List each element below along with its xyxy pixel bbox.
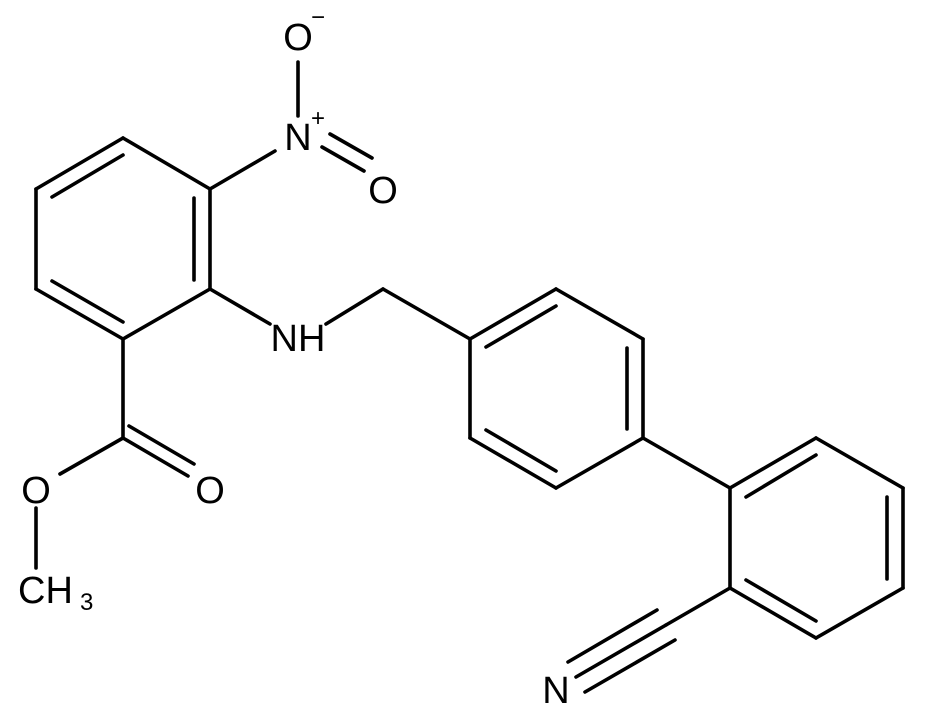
nitro-nitrogen-label: N — [284, 117, 311, 159]
biaryl-bond — [641, 436, 732, 490]
bond-inner — [484, 428, 558, 473]
bond — [58, 436, 125, 476]
nitro-group — [208, 60, 374, 191]
bond — [127, 424, 196, 466]
bond-inner — [484, 304, 558, 349]
middle-ring-bonds — [468, 287, 645, 490]
bond — [728, 436, 818, 490]
nitro-oxygen-label: O — [368, 170, 398, 212]
bond — [208, 287, 272, 326]
nitrile-nitrogen-label: N — [542, 670, 569, 712]
bond-inner — [50, 279, 125, 324]
bond — [728, 586, 818, 640]
amine-linker — [208, 287, 472, 341]
right-ring-bonds — [728, 436, 905, 640]
positive-charge-label: + — [311, 105, 325, 132]
bond — [328, 132, 374, 160]
bond-inner — [744, 578, 818, 623]
bond — [468, 287, 558, 341]
amine-label: NH — [271, 318, 326, 360]
bond — [121, 136, 212, 191]
bond — [121, 287, 212, 341]
bond — [574, 623, 668, 679]
bond — [381, 287, 472, 341]
bond — [34, 287, 125, 341]
methyl-label: CH — [18, 570, 73, 612]
bond-inner — [744, 453, 818, 499]
bond — [554, 287, 645, 341]
bond — [208, 149, 277, 191]
methyl-subscript-label: 3 — [80, 589, 93, 616]
nitro-oxygen-minus-label: O — [283, 17, 313, 59]
negative-charge-label: − — [311, 4, 325, 31]
ester-oxygen-label: O — [21, 470, 51, 512]
nitrile-group — [566, 586, 732, 694]
bond — [121, 436, 190, 478]
bond — [324, 287, 385, 326]
left-ring-bonds — [34, 136, 212, 341]
bond — [566, 608, 659, 664]
bond — [34, 136, 125, 191]
bond — [583, 638, 677, 694]
bond — [664, 586, 732, 627]
bond — [814, 436, 905, 490]
bond-inner — [50, 153, 125, 199]
ester-group — [34, 337, 196, 570]
ester-carbonyl-oxygen-label: O — [195, 470, 225, 512]
bond — [320, 145, 366, 173]
bond — [814, 586, 905, 640]
bond — [554, 436, 645, 490]
bond — [468, 436, 558, 490]
